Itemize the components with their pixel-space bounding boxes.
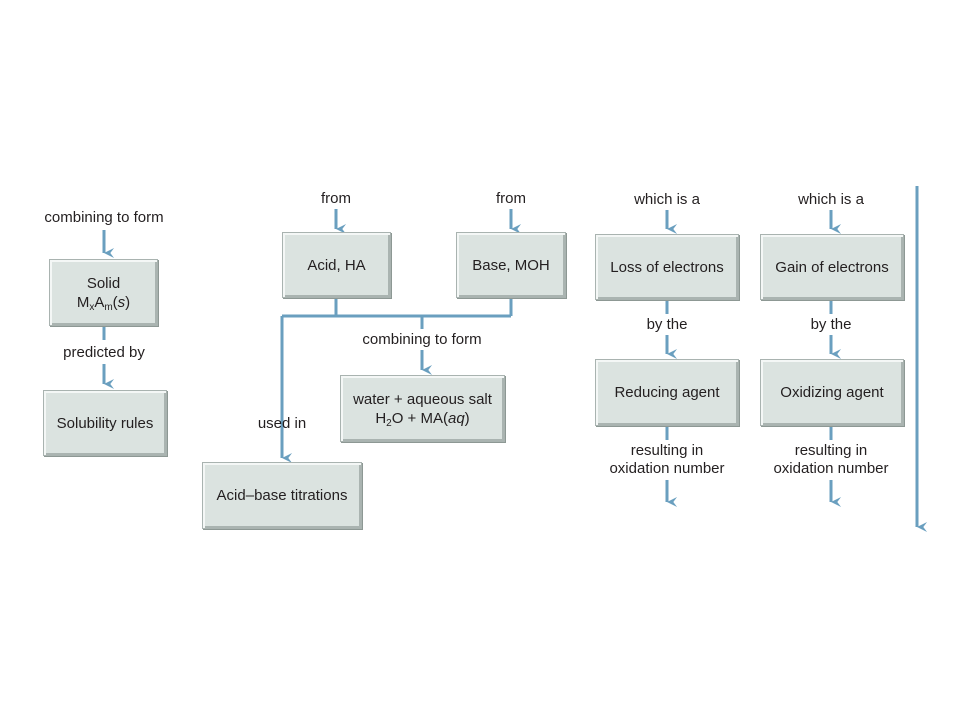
reducing-agent-label: Reducing agent bbox=[614, 384, 720, 401]
label-oxidation-number-left: oxidation number bbox=[609, 460, 725, 477]
loss-of-electrons-label: Loss of electrons bbox=[610, 258, 724, 276]
acid-base-titrations-box: Acid–base titrations bbox=[202, 462, 362, 529]
label-oxidation-number-right: oxidation number bbox=[773, 460, 889, 477]
solid-box: Solid MxAm(s) bbox=[49, 259, 158, 326]
label-combining-to-form-salt: combining to form bbox=[362, 331, 482, 348]
label-combining-to-form-solid: combining to form bbox=[44, 209, 164, 226]
label-used-in: used in bbox=[257, 415, 307, 432]
gain-of-electrons-label: Gain of electrons bbox=[775, 258, 889, 276]
solid-label: Solid bbox=[86, 274, 121, 292]
titrations-label: Acid–base titrations bbox=[216, 487, 348, 504]
label-resulting-in-left: resulting in bbox=[630, 442, 704, 459]
label-from-base: from bbox=[496, 190, 526, 207]
label-by-the-right: by the bbox=[810, 316, 852, 333]
label-predicted-by: predicted by bbox=[63, 344, 145, 361]
oxidizing-agent-label: Oxidizing agent bbox=[780, 384, 884, 401]
water-salt-formula: H2O + MA(aq) bbox=[375, 409, 470, 429]
solubility-rules-label: Solubility rules bbox=[56, 414, 154, 432]
label-resulting-in-right: resulting in bbox=[794, 442, 868, 459]
acid-label: Acid, HA bbox=[307, 256, 366, 274]
acid-box: Acid, HA bbox=[282, 232, 391, 298]
solubility-rules-box: Solubility rules bbox=[43, 390, 167, 456]
label-by-the-left: by the bbox=[646, 316, 688, 333]
gain-of-electrons-box: Gain of electrons bbox=[760, 234, 904, 300]
water-salt-box: water + aqueous salt H2O + MA(aq) bbox=[340, 375, 505, 442]
base-box: Base, MOH bbox=[456, 232, 566, 298]
solid-formula: MxAm(s) bbox=[76, 293, 131, 313]
loss-of-electrons-box: Loss of electrons bbox=[595, 234, 739, 300]
reducing-agent-box: Reducing agent bbox=[595, 359, 739, 426]
oxidizing-agent-box: Oxidizing agent bbox=[760, 359, 904, 426]
water-salt-line1: water + aqueous salt bbox=[353, 390, 492, 408]
label-which-is-a-right: which is a bbox=[798, 191, 864, 208]
base-label: Base, MOH bbox=[472, 256, 550, 274]
label-which-is-a-left: which is a bbox=[634, 191, 700, 208]
label-from-acid: from bbox=[321, 190, 351, 207]
